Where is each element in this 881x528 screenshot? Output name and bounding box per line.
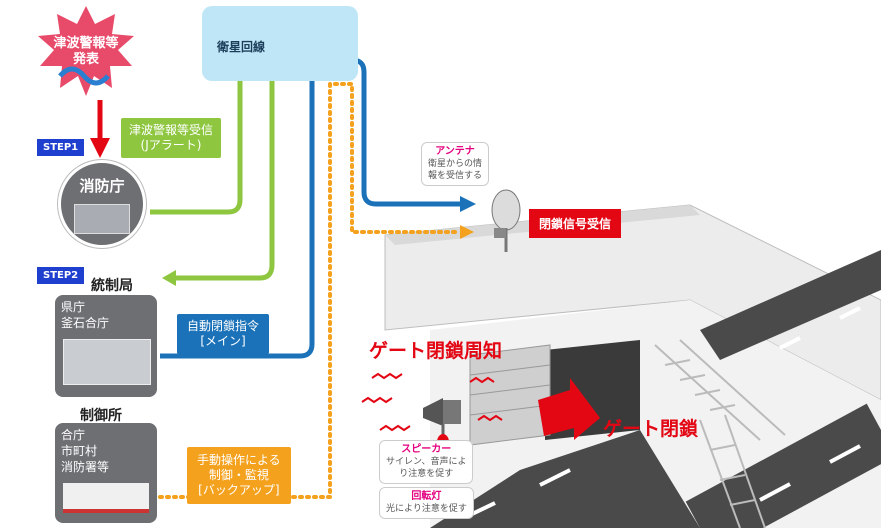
orange-path [158, 82, 462, 499]
control-center-panel: 県庁 釜石合庁 [55, 295, 157, 397]
building-icon [74, 204, 130, 234]
fdma-node: 消防庁 [58, 160, 146, 248]
alert-line2: 発表 [72, 52, 99, 67]
green-path-fdma [150, 66, 243, 215]
step1-badge: STEP1 [37, 139, 85, 156]
gate-notice-label: ゲート閉鎖周知 [369, 340, 503, 362]
control-office-line3: 消防署等 [61, 460, 110, 474]
antenna-line1: 衛星からの情 [428, 159, 483, 169]
antenna-callout: アンテナ 衛星からの情 報を受信する [421, 142, 490, 186]
stairs [654, 339, 786, 528]
control-office-heading: 制御所 [80, 408, 122, 424]
satellite-panel [202, 6, 358, 81]
road-lane [685, 403, 881, 528]
auto-line1: 自動閉鎖指令 [187, 319, 260, 333]
speaker-title: スピーカー [401, 444, 452, 455]
step2-badge: STEP2 [37, 267, 85, 284]
lane-mark [839, 306, 861, 320]
gate-close-label: ゲート閉鎖 [603, 418, 699, 440]
control-office-line1: 合庁 [61, 428, 86, 442]
fire-station-icon [63, 483, 149, 513]
satellite-label: 衛星回線 [217, 40, 266, 54]
lane-mark [759, 482, 791, 502]
light-line1: 光により注意を促す [386, 504, 467, 514]
speaker-line2: り注意を促す [399, 469, 454, 479]
manual-line3: [バックアップ] [198, 483, 280, 497]
gate-road [430, 430, 700, 528]
receive-line2: (Jアラート) [140, 138, 202, 152]
speaker-line1: サイレン、音声によ [386, 457, 467, 467]
antenna-icon [491, 189, 521, 252]
green-path-control [176, 63, 275, 281]
light-callout: 回転灯 光により注意を促す [379, 487, 474, 519]
manual-control-box: 手動操作による 制御・監視 [バックアップ] [187, 447, 291, 504]
antenna-title: アンテナ [435, 146, 475, 157]
signal-received-label: 閉鎖信号受信 [529, 209, 622, 238]
sound-waves [361, 372, 503, 432]
upper-road [700, 250, 881, 360]
wave-icon [58, 66, 110, 86]
speaker-callout: スピーカー サイレン、音声によ り注意を促す [379, 440, 474, 484]
manual-line1: 手動操作による [197, 453, 281, 467]
auto-command-box: 自動閉鎖指令 [メイン] [177, 314, 270, 354]
fdma-label: 消防庁 [79, 177, 125, 195]
receive-box: 津波警報等受信 (Jアラート) [121, 118, 222, 158]
alert-label: 津波警報等 発表 [44, 36, 128, 68]
auto-line2: [メイン] [200, 334, 246, 348]
light-title: 回転灯 [411, 491, 442, 502]
manual-line2: 制御・監視 [208, 468, 269, 482]
control-center-heading: 統制局 [91, 278, 133, 294]
building-icon [63, 339, 151, 385]
antenna-line2: 報を受信する [428, 171, 483, 181]
alert-line1: 津波警報等 [53, 36, 119, 51]
control-office-panel: 合庁 市町村 消防署等 [55, 423, 157, 523]
lane-mark [779, 336, 801, 350]
control-office-line2: 市町村 [61, 444, 98, 458]
control-center-line2: 釜石合庁 [61, 316, 110, 330]
receive-line1: 津波警報等受信 [129, 123, 214, 137]
control-center-line1: 県庁 [61, 300, 86, 314]
gate-close-arrow [538, 378, 600, 440]
lane-mark [829, 444, 861, 464]
